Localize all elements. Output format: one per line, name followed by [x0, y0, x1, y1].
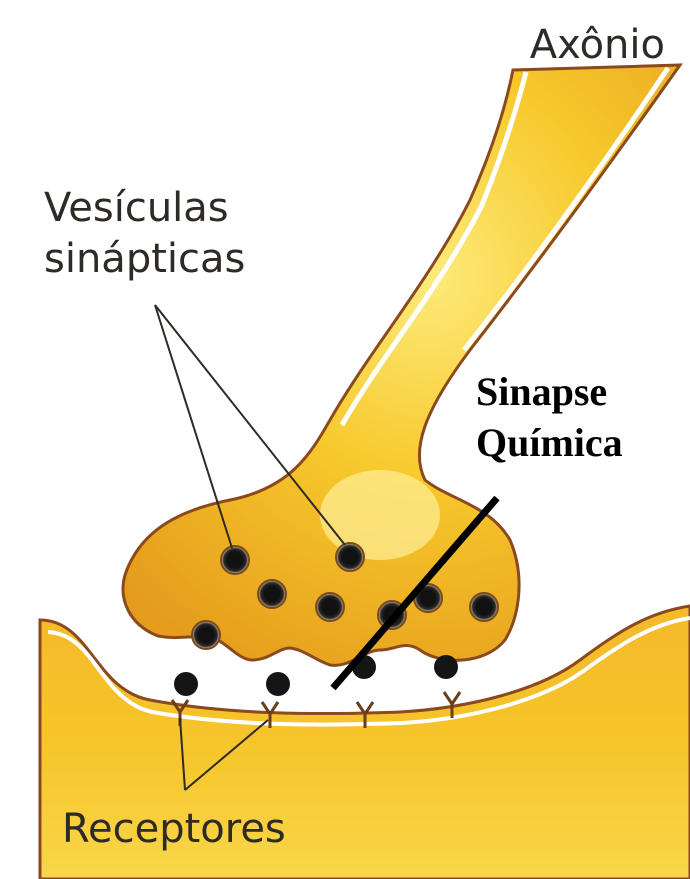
synaptic-vesicle-icon [470, 593, 498, 621]
vesicles-label-line1: Vesículas [44, 185, 229, 231]
axon-label: Axônio [530, 22, 665, 68]
presynaptic-axon-terminal [123, 65, 680, 665]
synaptic-vesicle-icon [316, 593, 344, 621]
terminal-highlight [320, 470, 440, 560]
neurotransmitter-icon [266, 672, 290, 696]
neurotransmitter-icon [174, 672, 198, 696]
synaptic-vesicle-icon [192, 621, 220, 649]
vesicles-label-line2: sinápticas [44, 236, 245, 282]
receptors-label: Receptores [62, 806, 286, 852]
synapse-label-line1: Sinapse [476, 369, 607, 414]
neurotransmitter-icon [434, 655, 458, 679]
neurotransmitters [174, 655, 458, 696]
synaptic-vesicle-icon [221, 546, 249, 574]
synapse-label-line2: Química [476, 420, 623, 465]
synaptic-vesicle-icon [336, 543, 364, 571]
synaptic-vesicle-icon [258, 580, 286, 608]
